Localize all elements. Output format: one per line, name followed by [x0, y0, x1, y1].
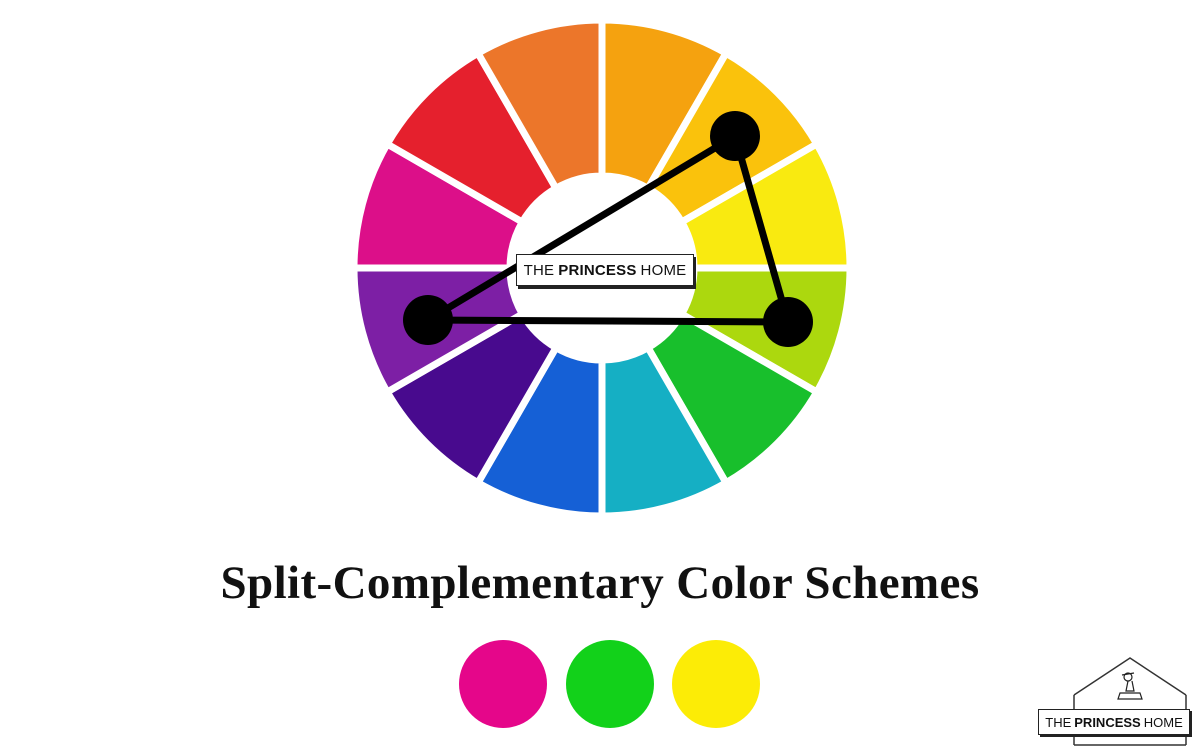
house-icon [1073, 657, 1187, 746]
logo-suffix: HOME [1143, 714, 1183, 730]
logo-prefix: THE [1045, 714, 1072, 730]
color-wheel [350, 16, 854, 520]
marker-yellow [710, 111, 760, 161]
brand-logo: THE PRINCESS HOME [1030, 655, 1195, 747]
color-swatches [0, 640, 1200, 730]
wheel-segment-red-orange [473, 16, 606, 194]
person-icon [1117, 672, 1143, 700]
marker-green [763, 297, 813, 347]
logo-bold: PRINCESS [1074, 714, 1141, 730]
watermark-label: THE PRINCESS HOME [516, 254, 694, 286]
swatch-magenta [459, 640, 547, 728]
split-complementary-triangle [403, 111, 813, 347]
marker-magenta [403, 295, 453, 345]
watermark-prefix: THE [523, 261, 555, 279]
color-wheel-segments [350, 16, 854, 520]
page-title: Split-Complementary Color Schemes [220, 557, 980, 609]
swatch-green [566, 640, 654, 728]
watermark-suffix: HOME [640, 261, 687, 279]
swatch-yellow [672, 640, 760, 728]
logo-text: THE PRINCESS HOME [1038, 709, 1190, 735]
watermark-bold: PRINCESS [558, 261, 637, 279]
